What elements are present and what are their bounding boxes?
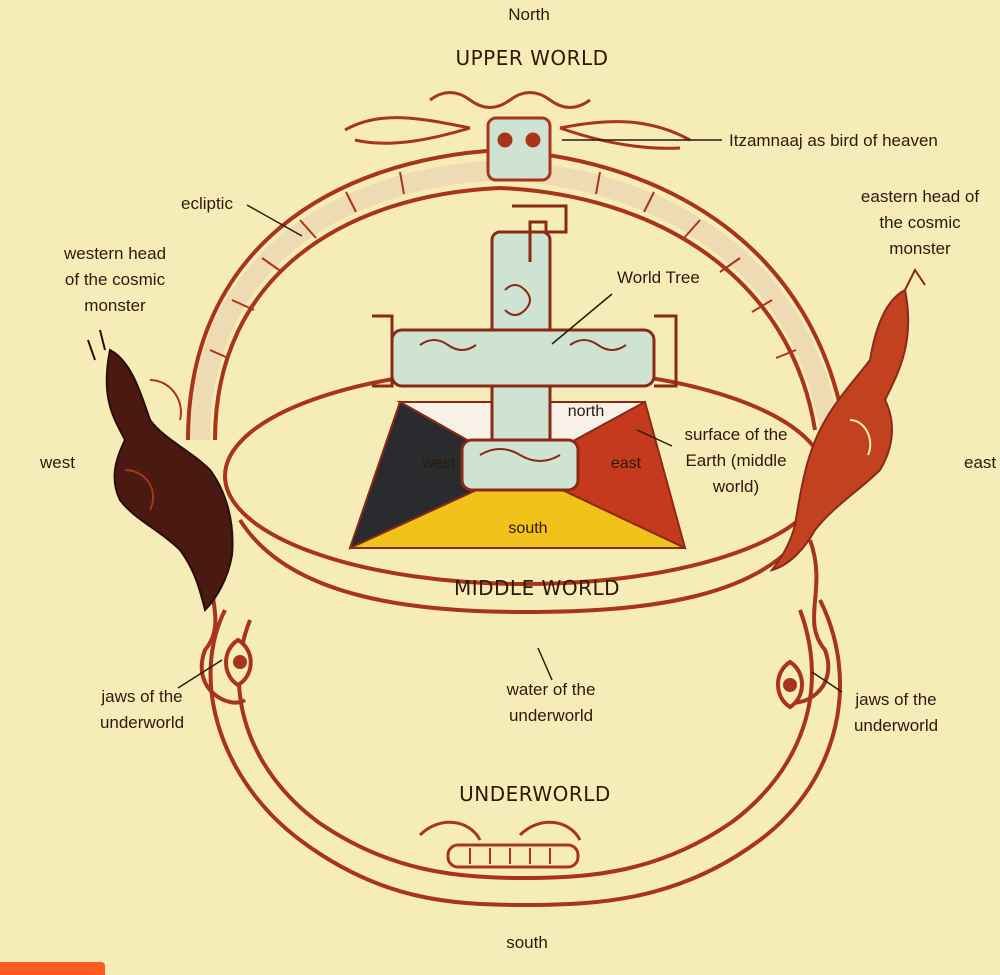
leader-lines [177,139,843,693]
label-quadrant-east: east [610,455,642,472]
label-world-tree: World Tree [617,268,700,287]
label-underworld: UNDERWORLD [459,782,611,806]
label-jaws-left-1: jaws of the [101,687,183,706]
label-north: North [508,5,550,24]
western-monster [87,329,234,612]
label-ecliptic: ecliptic [181,194,233,213]
quadrant-west [348,400,523,550]
label-eastern-head-2: the cosmic [879,213,961,232]
itzamnaaj-bird [344,91,691,182]
label-upper-world: UPPER WORLD [455,46,609,70]
label-surface-1: surface of the [684,425,788,444]
label-jaws-right-2: underworld [853,716,939,735]
eastern-monster [769,268,926,572]
label-quadrant-south: south [508,520,548,537]
label-jaws-left-2: underworld [99,713,185,732]
label-south: south [506,933,548,952]
label-itzamnaaj: Itzamnaaj as bird of heaven [729,131,938,150]
label-water-2: underworld [508,706,594,725]
right-jaws [776,539,831,710]
label-eastern-head-3: monster [889,239,951,258]
world-tree [372,204,678,492]
label-quadrant-west: west [422,455,456,472]
corner-accent [0,962,105,975]
label-western-head-3: monster [84,296,146,315]
label-eastern-head-1: eastern head of [860,187,980,206]
label-water-1: water of the [506,680,596,699]
label-middle-world: MIDDLE WORLD [453,576,621,600]
label-west: west [40,453,75,472]
label-surface-3: world) [712,477,760,496]
left-jaws [199,539,253,705]
label-surface-2: Earth (middle [685,451,787,470]
label-western-head-1: western head [63,244,167,263]
underworld-frame [208,599,842,908]
label-jaws-right-1: jaws of the [855,690,937,709]
label-western-head-2: of the cosmic [64,270,166,289]
label-quadrant-north: north [567,403,605,420]
label-east: east [964,453,997,472]
